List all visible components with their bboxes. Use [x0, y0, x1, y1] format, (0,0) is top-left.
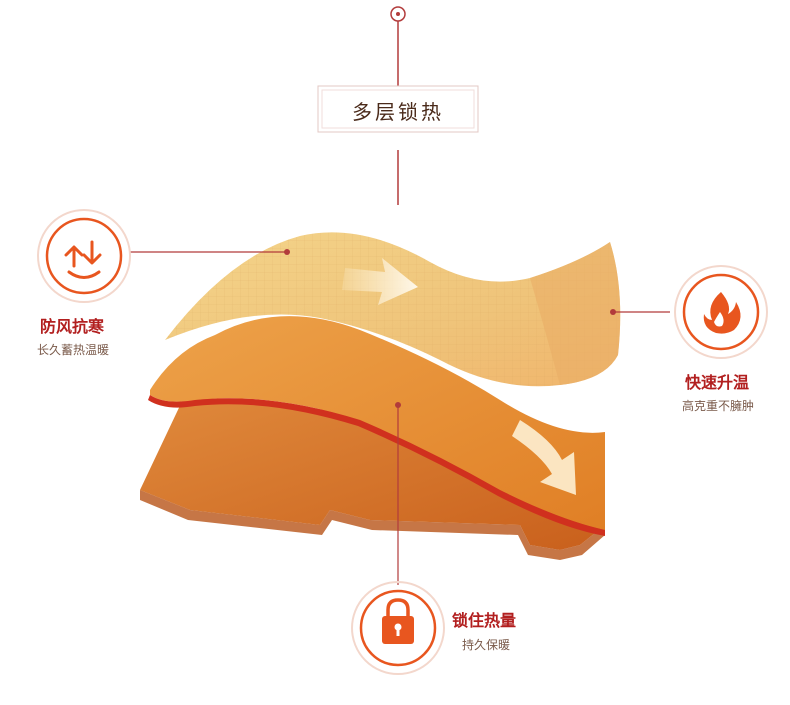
bottom-feature-title: 锁住热量 [452, 611, 517, 630]
right-feature-subtitle: 高克重不臃肿 [682, 399, 755, 413]
left-feature-subtitle: 长久蓄热温暖 [37, 343, 110, 357]
bottom-layer [140, 395, 605, 550]
left-feature-title: 防风抗寒 [40, 317, 105, 336]
bottom-feature-subtitle: 持久保暖 [462, 638, 511, 652]
bottom-connector [395, 402, 401, 585]
middle-layer [150, 316, 605, 530]
flame-icon [703, 292, 741, 334]
top-label: 多层锁热 [352, 100, 444, 124]
right-feature-title: 快速升温 [685, 373, 750, 392]
left-icon-badge [37, 209, 131, 303]
u-turn-arrow-icon [64, 240, 102, 279]
top-connector [390, 6, 406, 205]
padlock-icon [382, 598, 414, 644]
right-arrow-graphic [342, 258, 418, 305]
bottom-icon-badge [351, 581, 445, 675]
right-connector [610, 309, 670, 315]
title-frame [317, 85, 479, 133]
down-arrow-graphic [512, 420, 576, 495]
right-icon-badge [674, 265, 768, 359]
left-connector [130, 249, 290, 255]
